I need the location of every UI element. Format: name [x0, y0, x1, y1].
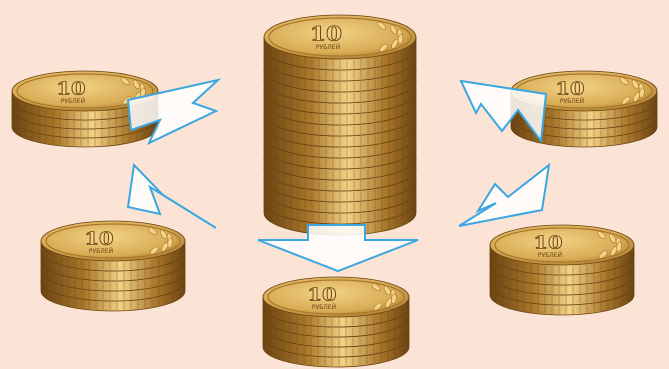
coin-denomination: 10	[56, 78, 85, 99]
coin-text: РУБЛЕЙ	[61, 98, 85, 105]
coin-text: РУБЛЕЙ	[312, 304, 336, 311]
coin-denomination: 10	[307, 284, 336, 305]
coin-text: РУБЛЕЙ	[316, 44, 340, 51]
coin-text: РУБЛЕЙ	[89, 248, 113, 255]
coin-denomination: 10	[555, 78, 584, 99]
arrow-to-bottom-left-stack	[128, 165, 216, 228]
coin-denomination: 10	[310, 23, 342, 46]
coin-denomination: 10	[533, 232, 562, 253]
coin-denomination: 10	[84, 228, 113, 249]
coin-text: РУБЛЕЙ	[560, 98, 584, 105]
coin-text: РУБЛЕЙ	[538, 252, 562, 259]
arrow-to-bottom-center-stack	[258, 225, 418, 271]
arrow-to-bottom-right-stack	[459, 165, 549, 226]
